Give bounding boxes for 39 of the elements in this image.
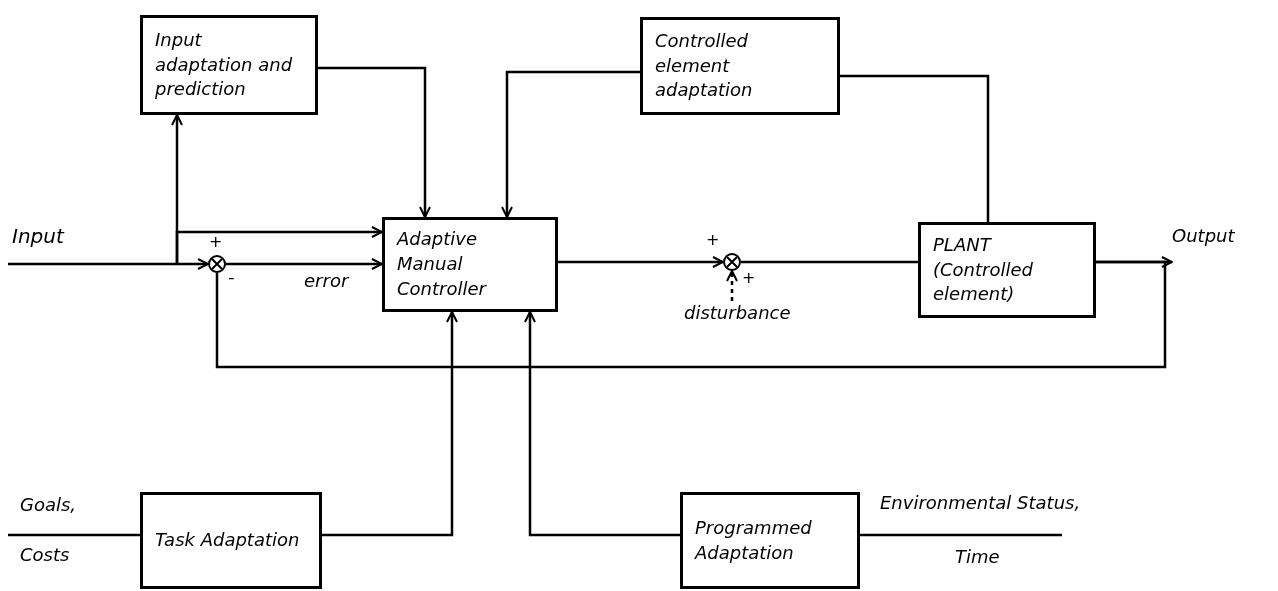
block-box xyxy=(140,492,322,589)
signal-label: + xyxy=(209,234,223,250)
arrow xyxy=(726,270,738,301)
signal-label: Input xyxy=(12,226,64,246)
summing-junction xyxy=(723,253,741,271)
signal-label: Costs xyxy=(20,546,70,564)
block-text: Controlled element adaptation xyxy=(655,28,754,103)
connector-line xyxy=(8,533,140,537)
block-text: Output xyxy=(1172,224,1236,248)
block-box xyxy=(680,492,860,589)
connector-line xyxy=(741,260,918,264)
arrow xyxy=(558,256,724,268)
signal-label: + xyxy=(742,270,756,286)
connector-line xyxy=(215,260,1167,369)
arrow xyxy=(501,70,640,218)
arrow xyxy=(8,258,209,270)
block-box xyxy=(140,15,318,115)
arrow xyxy=(175,226,383,264)
block-text: disturbance xyxy=(684,301,788,325)
block-box xyxy=(382,217,558,312)
arrow xyxy=(524,311,680,537)
summing-junction xyxy=(208,255,226,273)
block-box xyxy=(640,17,840,115)
block-text: Input adaptation and prediction xyxy=(155,27,294,102)
block-text: Task Adaptation xyxy=(155,528,301,553)
connector-line xyxy=(840,74,990,222)
arrow xyxy=(318,66,431,218)
block-text: Programmed Adaptation xyxy=(695,515,813,565)
block-text: Adaptive Manual Controller xyxy=(397,227,488,301)
signal-label: + xyxy=(706,232,720,248)
arrow xyxy=(226,258,383,270)
signal-label: Goals, xyxy=(20,496,77,514)
signal-label: Environmental Status, xyxy=(880,494,1081,512)
block-box xyxy=(918,222,1096,318)
connector-line xyxy=(860,533,1062,537)
arrow xyxy=(322,311,458,537)
block-text: PLANT (Controlled element) xyxy=(933,232,1034,307)
signal-label: - xyxy=(228,268,235,286)
signal-label: Time xyxy=(955,548,1000,566)
